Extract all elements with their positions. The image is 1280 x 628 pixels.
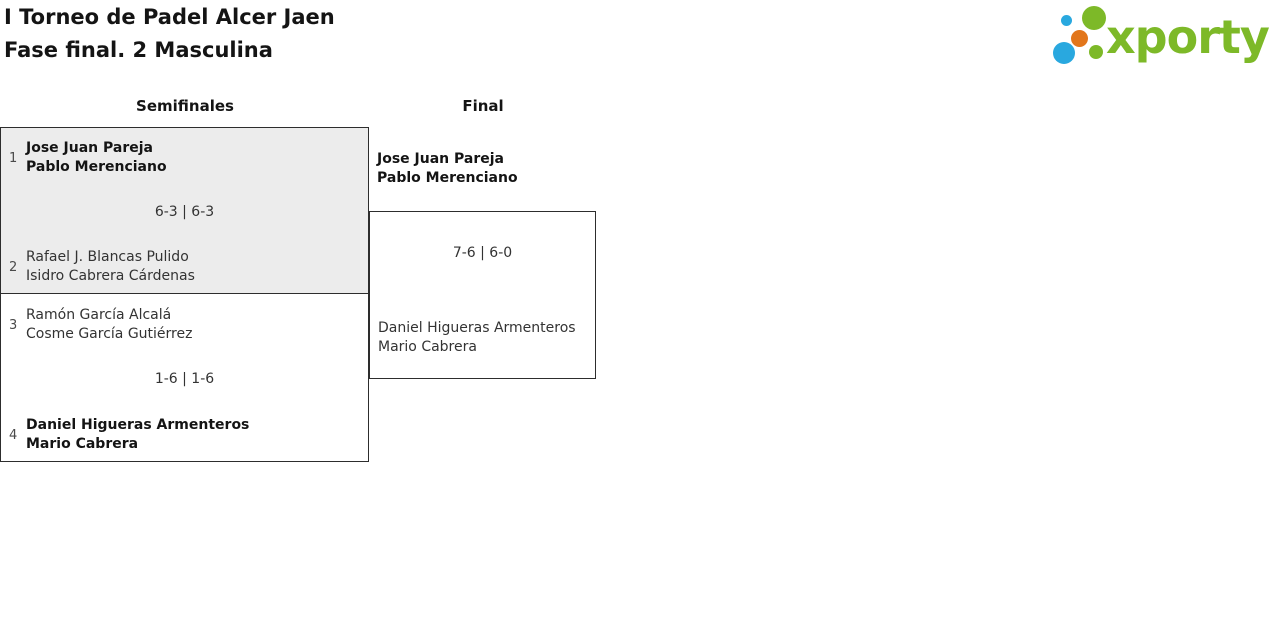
team-names: Rafael J. Blancas Pulido Isidro Cabrera … <box>26 248 195 286</box>
logo-dot-green-large-icon <box>1082 6 1106 30</box>
team-names: Jose Juan Pareja Pablo Merenciano <box>26 139 167 177</box>
seed-number: 4 <box>9 427 18 443</box>
round-header-semifinals: Semifinales <box>136 97 234 115</box>
player-name: Cosme García Gutiérrez <box>26 326 193 342</box>
semifinals-column: 1 Jose Juan Pareja Pablo Merenciano 6-3 … <box>0 127 369 462</box>
logo-dot-blue-large-icon <box>1053 42 1075 64</box>
player-name: Daniel Higueras Armenteros <box>26 417 250 433</box>
player-name: Ramón García Alcalá <box>26 307 172 323</box>
final-team-top: Jose Juan Pareja Pablo Merenciano <box>377 150 518 188</box>
player-name: Rafael J. Blancas Pulido <box>26 249 189 265</box>
page-title: I Torneo de Padel Alcer Jaen Fase final.… <box>4 1 335 67</box>
seed-number: 2 <box>9 259 18 275</box>
player-name: Jose Juan Pareja <box>26 140 153 156</box>
xporty-logo[interactable]: xporty <box>1050 5 1278 67</box>
logo-dot-blue-small-icon <box>1061 15 1072 26</box>
team-names: Daniel Higueras Armenteros Mario Cabrera <box>378 319 576 357</box>
player-name: Jose Juan Pareja <box>377 151 504 167</box>
seed-number: 1 <box>9 150 18 166</box>
player-name: Isidro Cabrera Cárdenas <box>26 268 195 284</box>
match-score: 7-6 | 6-0 <box>452 245 513 261</box>
round-header-final: Final <box>462 97 504 115</box>
player-name: Pablo Merenciano <box>26 159 167 175</box>
match-score: 1-6 | 1-6 <box>154 371 215 387</box>
logo-wordmark: xporty <box>1106 10 1270 64</box>
logo-dot-green-small-icon <box>1089 45 1103 59</box>
logo-dot-orange-icon <box>1071 30 1088 47</box>
player-name: Daniel Higueras Armenteros <box>378 320 576 336</box>
match-final[interactable]: 7-6 | 6-0 Daniel Higueras Armenteros Mar… <box>369 211 596 379</box>
player-name: Pablo Merenciano <box>377 170 518 186</box>
final-team-bottom: Daniel Higueras Armenteros Mario Cabrera <box>378 319 576 357</box>
team-slot-sf2-bottom: 4 Daniel Higueras Armenteros Mario Cabre… <box>9 416 362 454</box>
tournament-name: I Torneo de Padel Alcer Jaen <box>4 5 335 29</box>
team-names: Jose Juan Pareja Pablo Merenciano <box>377 150 518 188</box>
team-names: Daniel Higueras Armenteros Mario Cabrera <box>26 416 249 454</box>
match-semifinal-1[interactable]: 1 Jose Juan Pareja Pablo Merenciano 6-3 … <box>1 128 368 294</box>
player-name: Mario Cabrera <box>26 436 139 452</box>
team-slot-sf1-bottom: 2 Rafael J. Blancas Pulido Isidro Cabrer… <box>9 248 362 286</box>
player-name: Mario Cabrera <box>378 339 477 355</box>
match-semifinal-2[interactable]: 3 Ramón García Alcalá Cosme García Gutié… <box>1 294 368 461</box>
phase-name: Fase final. 2 Masculina <box>4 38 273 62</box>
team-slot-sf1-top: 1 Jose Juan Pareja Pablo Merenciano <box>9 139 362 177</box>
seed-number: 3 <box>9 317 18 333</box>
team-names: Ramón García Alcalá Cosme García Gutiérr… <box>26 306 192 344</box>
match-score: 6-3 | 6-3 <box>154 204 215 220</box>
team-slot-sf2-top: 3 Ramón García Alcalá Cosme García Gutié… <box>9 306 362 344</box>
